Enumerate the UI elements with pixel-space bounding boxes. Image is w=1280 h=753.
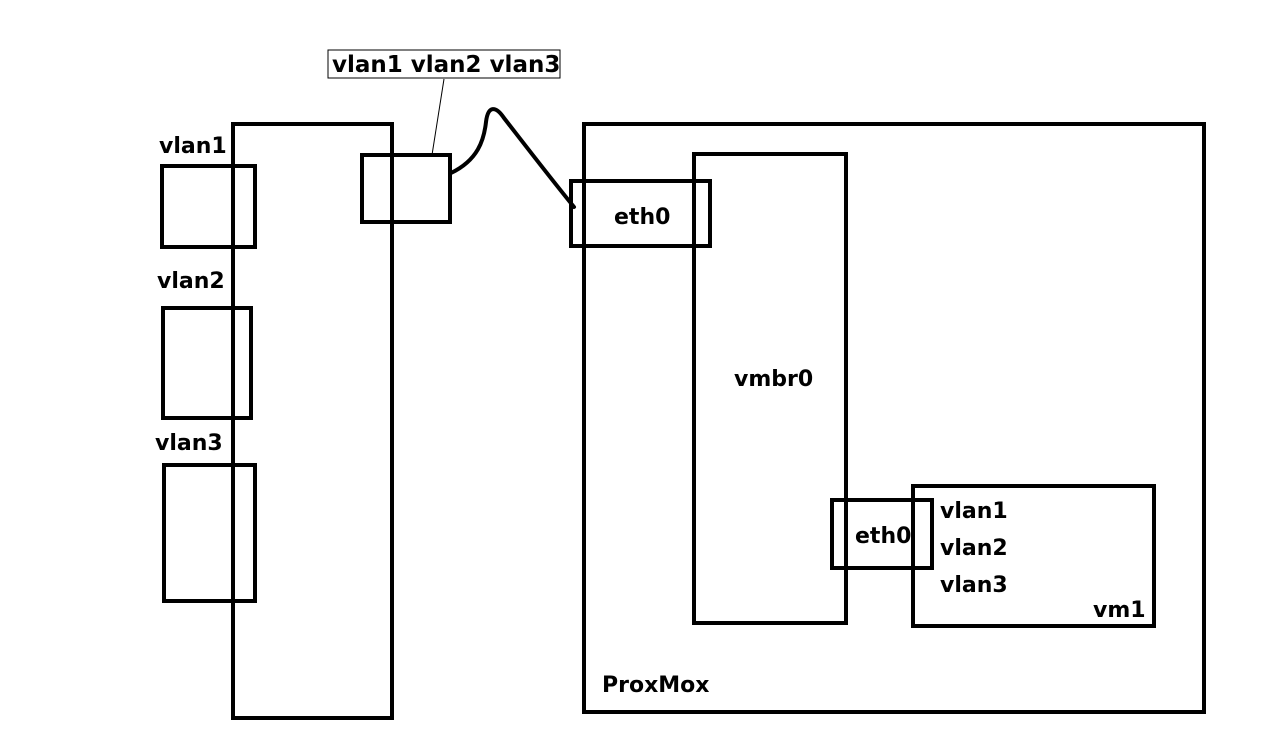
vm1-name-label: vm1 [1093, 598, 1146, 623]
switch-port-vlan2 [161, 306, 253, 420]
bridge-label: vmbr0 [734, 367, 813, 392]
trunk-cable [449, 107, 576, 209]
vm1-box [911, 484, 1156, 628]
switch-trunk-port [360, 153, 452, 224]
proxmox-label: ProxMox [602, 673, 709, 698]
trunk-callout-box [327, 49, 561, 79]
host-uplink-eth0 [569, 179, 712, 248]
bridge-vmbr0 [692, 152, 848, 625]
switch-port-vlan3 [162, 463, 257, 603]
vm1-vlan-label-3: vlan3 [940, 573, 1008, 598]
vm1-nic-eth0 [830, 498, 934, 570]
switch-port-vlan1 [160, 164, 257, 249]
switch-port-label-vlan1: vlan1 [159, 134, 227, 159]
switch-body [231, 122, 394, 720]
host-uplink-label: eth0 [614, 205, 670, 230]
vm1-nic-label: eth0 [855, 524, 911, 549]
vm1-vlan-label-1: vlan1 [940, 499, 1008, 524]
switch-port-label-vlan3: vlan3 [155, 431, 223, 456]
trunk-callout-leader [431, 78, 445, 156]
vm1-vlan-label-2: vlan2 [940, 536, 1008, 561]
switch-port-label-vlan2: vlan2 [157, 269, 225, 294]
trunk-callout-label: vlan1 vlan2 vlan3 [332, 52, 560, 78]
proxmox-host [582, 122, 1206, 714]
